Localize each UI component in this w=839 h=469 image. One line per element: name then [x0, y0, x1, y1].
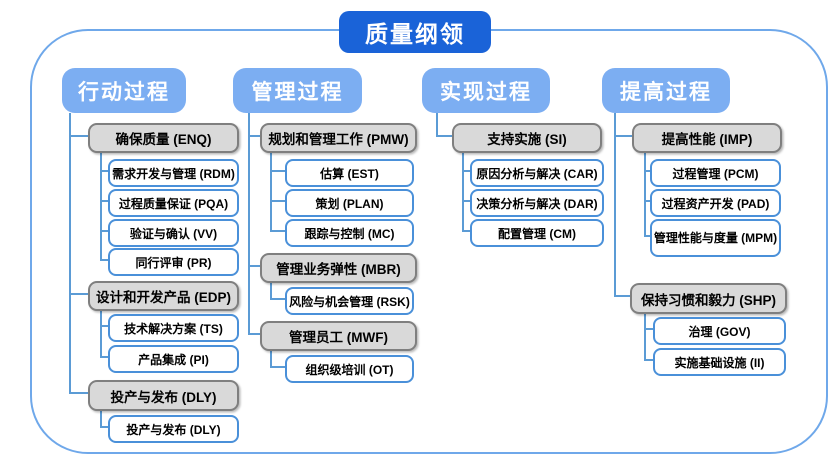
connector-line: [69, 135, 88, 137]
connector-line: [436, 135, 452, 137]
connector-line: [100, 407, 102, 428]
group-node-mwf: 管理员工 (MWF): [260, 321, 417, 351]
connector-line: [100, 259, 108, 261]
connector-line: [248, 333, 260, 335]
connector-line: [644, 235, 650, 237]
leaf-node-gov: 治理 (GOV): [653, 317, 786, 345]
connector-line: [100, 149, 102, 261]
connector-line: [644, 170, 650, 172]
group-node-imp: 提高性能 (IMP): [632, 123, 782, 153]
leaf-node-pad: 过程资产开发 (PAD): [650, 189, 781, 217]
connector-line: [100, 356, 108, 358]
connector-line: [270, 279, 272, 300]
connector-line: [462, 170, 470, 172]
connector-line: [270, 366, 285, 368]
connector-line: [69, 293, 88, 295]
group-node-dly: 投产与发布 (DLY): [88, 380, 239, 411]
column-header-action-process: 行动过程: [62, 68, 186, 113]
connector-line: [270, 149, 272, 231]
leaf-node-mpm: 管理性能与度量 (MPM): [650, 219, 781, 257]
connector-line: [644, 149, 646, 237]
connector-line: [270, 200, 285, 202]
leaf-node-dar: 决策分析与解决 (DAR): [470, 189, 604, 217]
connector-line: [100, 170, 108, 172]
connector-line: [100, 230, 108, 232]
leaf-node-ot: 组织级培训 (OT): [285, 355, 414, 383]
leaf-node-cm: 配置管理 (CM): [470, 219, 604, 247]
connector-line: [644, 359, 653, 361]
connector-line: [436, 113, 438, 137]
connector-line: [248, 265, 260, 267]
column-header-management-process: 管理过程: [233, 68, 362, 113]
leaf-node-rsk: 风险与机会管理 (RSK): [285, 287, 414, 315]
root-node-title: 质量纲领: [339, 11, 491, 53]
connector-line: [248, 113, 250, 334]
leaf-node-pr: 同行评审 (PR): [108, 248, 239, 276]
group-node-pmw: 规划和管理工作 (PMW): [260, 123, 417, 153]
leaf-node-ii: 实施基础设施 (II): [653, 348, 786, 376]
leaf-node-vv: 验证与确认 (VV): [108, 219, 239, 247]
connector-line: [644, 310, 646, 361]
connector-line: [270, 298, 285, 300]
column-header-implementation-process: 实现过程: [422, 68, 550, 113]
leaf-node-est: 估算 (EST): [285, 159, 414, 187]
connector-line: [100, 307, 102, 358]
connector-line: [462, 149, 464, 231]
connector-line: [644, 200, 650, 202]
leaf-node-plan: 策划 (PLAN): [285, 189, 414, 217]
connector-line: [270, 170, 285, 172]
group-node-shp: 保持习惯和毅力 (SHP): [630, 283, 787, 314]
connector-line: [100, 325, 108, 327]
connector-line: [644, 328, 653, 330]
connector-line: [69, 392, 88, 394]
leaf-node-pqa: 过程质量保证 (PQA): [108, 189, 239, 217]
connector-line: [100, 200, 108, 202]
leaf-node-pi: 产品集成 (PI): [108, 345, 239, 373]
leaf-node-mc: 跟踪与控制 (MC): [285, 219, 414, 247]
connector-line: [248, 135, 260, 137]
column-header-improvement-process: 提高过程: [602, 68, 730, 113]
connector-line: [614, 113, 616, 297]
group-node-si: 支持实施 (SI): [452, 123, 602, 153]
leaf-node-ts: 技术解决方案 (TS): [108, 314, 239, 342]
leaf-node-car: 原因分析与解决 (CAR): [470, 159, 604, 187]
connector-line: [270, 230, 285, 232]
leaf-node-dly-child: 投产与发布 (DLY): [108, 415, 239, 443]
connector-line: [462, 200, 470, 202]
group-node-edp: 设计和开发产品 (EDP): [88, 281, 239, 311]
connector-line: [614, 295, 630, 297]
connector-line: [270, 347, 272, 368]
connector-line: [614, 135, 632, 137]
group-node-mbr: 管理业务弹性 (MBR): [260, 253, 417, 283]
group-node-enq: 确保质量 (ENQ): [88, 123, 239, 153]
connector-line: [462, 230, 470, 232]
leaf-node-rdm: 需求开发与管理 (RDM): [108, 159, 239, 187]
leaf-node-pcm: 过程管理 (PCM): [650, 159, 781, 187]
connector-line: [100, 426, 108, 428]
connector-line: [69, 113, 71, 393]
